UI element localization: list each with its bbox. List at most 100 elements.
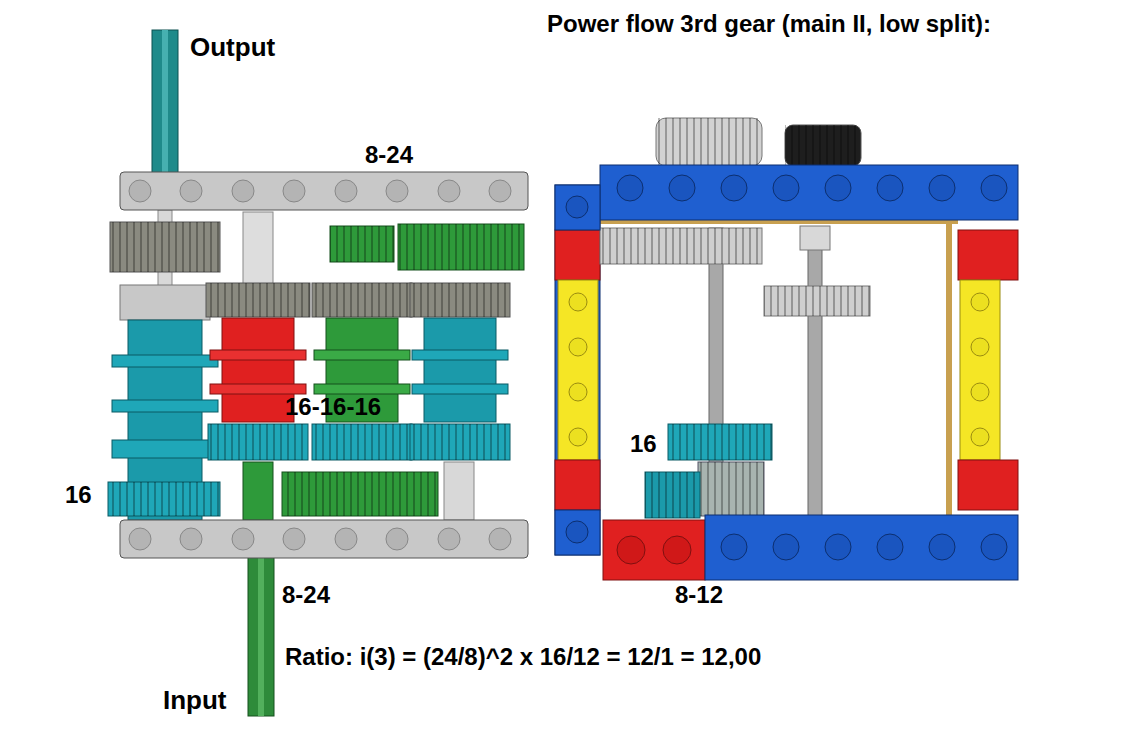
hole (929, 534, 955, 560)
gear (600, 228, 762, 264)
gear-24 (110, 222, 220, 272)
axle-groove (258, 556, 264, 716)
gear-teeth (410, 283, 510, 317)
brick-yellow (960, 280, 1000, 460)
hole (569, 383, 587, 401)
gear (282, 472, 438, 516)
hole (617, 536, 645, 564)
gear-teeth (785, 125, 861, 166)
bushing (800, 226, 830, 250)
hole (773, 175, 799, 201)
brick-red (603, 520, 705, 580)
hole (129, 528, 151, 550)
gear-black (785, 125, 861, 166)
liftarm-beam (120, 172, 528, 210)
backing-plate (946, 220, 952, 520)
hole (663, 536, 691, 564)
hole (569, 428, 587, 446)
beam-blue (600, 165, 1018, 220)
hole (877, 534, 903, 560)
axle (243, 462, 273, 520)
hole (335, 180, 357, 202)
hole (566, 521, 588, 543)
callout-number: 16-16-16 (285, 393, 381, 421)
input-axle (248, 556, 274, 716)
beam (555, 165, 1018, 230)
callout-number: 8-12 (675, 581, 723, 609)
hole (232, 528, 254, 550)
hole (773, 534, 799, 560)
gear (330, 226, 394, 262)
gear-16 (108, 482, 220, 516)
hole (180, 180, 202, 202)
gear-teeth (645, 472, 700, 518)
hole (617, 175, 643, 201)
beam-blue (555, 185, 600, 555)
hole (180, 528, 202, 550)
hole (971, 338, 989, 356)
shaft-column (398, 224, 524, 520)
gear (764, 286, 870, 316)
output-axle (152, 30, 178, 175)
hole (971, 428, 989, 446)
shaft-column (108, 210, 220, 522)
gear-teeth (656, 118, 762, 166)
frame (555, 185, 1018, 555)
hole (489, 528, 511, 550)
gear (312, 283, 412, 317)
hole (825, 534, 851, 560)
brick-yellow (558, 280, 598, 460)
brick-red (555, 230, 600, 280)
flange (112, 355, 218, 367)
hole (981, 534, 1007, 560)
clutch-gear (424, 318, 496, 422)
flange (112, 400, 218, 412)
hole (721, 175, 747, 201)
gear-24 (656, 118, 762, 166)
hole (335, 528, 357, 550)
axle (808, 228, 822, 520)
gear-teeth (410, 424, 510, 460)
clutch-gear (222, 318, 294, 422)
axle-groove (162, 30, 168, 175)
beam (120, 520, 528, 558)
hole (929, 175, 955, 201)
diagram-title: Power flow 3rd gear (main II, low split)… (547, 10, 991, 38)
hole (569, 293, 587, 311)
hole (232, 180, 254, 202)
flange (314, 384, 410, 394)
axle (444, 462, 474, 520)
gear-teeth (330, 226, 394, 262)
brick-red (958, 460, 1018, 510)
gear-teeth (110, 222, 220, 272)
gear-16 (312, 424, 412, 460)
axle-label: Output (190, 33, 275, 63)
gear-teeth (206, 283, 310, 317)
gear-8 (645, 472, 700, 518)
gear (398, 224, 524, 270)
gear-teeth (668, 424, 772, 460)
beam-blue (555, 510, 600, 555)
gear-16 (208, 424, 308, 460)
beam-blue (555, 185, 600, 230)
hole (566, 196, 588, 218)
gear-16 (668, 424, 772, 460)
gear-teeth (698, 462, 764, 516)
brick-red (555, 460, 600, 510)
beam (120, 172, 528, 210)
callout-number: 16 (65, 481, 92, 509)
hole (981, 175, 1007, 201)
hole (971, 293, 989, 311)
gear-teeth (108, 482, 220, 516)
flange (412, 384, 508, 394)
hole (569, 338, 587, 356)
gear (410, 283, 510, 317)
brick-red (958, 230, 1018, 280)
ratio-note: Ratio: i(3) = (24/8)^2 x 16/12 = 12/1 = … (285, 643, 761, 671)
hole (971, 383, 989, 401)
gear-teeth (282, 472, 438, 516)
callout-number: 8-24 (282, 581, 330, 609)
flange (210, 384, 306, 394)
